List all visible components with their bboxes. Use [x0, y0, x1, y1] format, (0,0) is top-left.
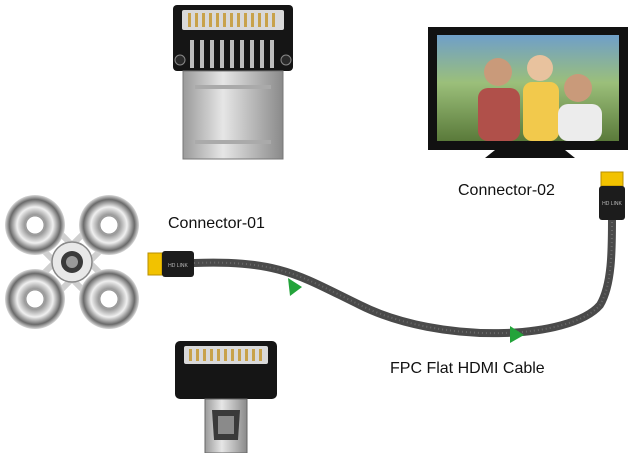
fpc-flat-hdmi-cable	[190, 214, 616, 338]
connector-02-label: Connector-02	[458, 182, 555, 199]
plug-right-text: HD LINK	[602, 201, 622, 207]
connector-01-label: Connector-01	[168, 215, 265, 232]
quadcopter-drone-icon	[5, 195, 139, 329]
plug-left-text: HD LINK	[168, 263, 188, 269]
television-icon	[428, 27, 628, 158]
hdmi-plug-right: HD LINK	[599, 171, 625, 220]
direction-arrow-icon	[288, 278, 524, 343]
hdmi-plug-left: HD LINK	[147, 251, 194, 277]
micro-hdmi-adapter-icon	[175, 341, 277, 453]
hdmi-adapter-board-icon	[173, 5, 293, 160]
cable-label: FPC Flat HDMI Cable	[390, 360, 545, 377]
